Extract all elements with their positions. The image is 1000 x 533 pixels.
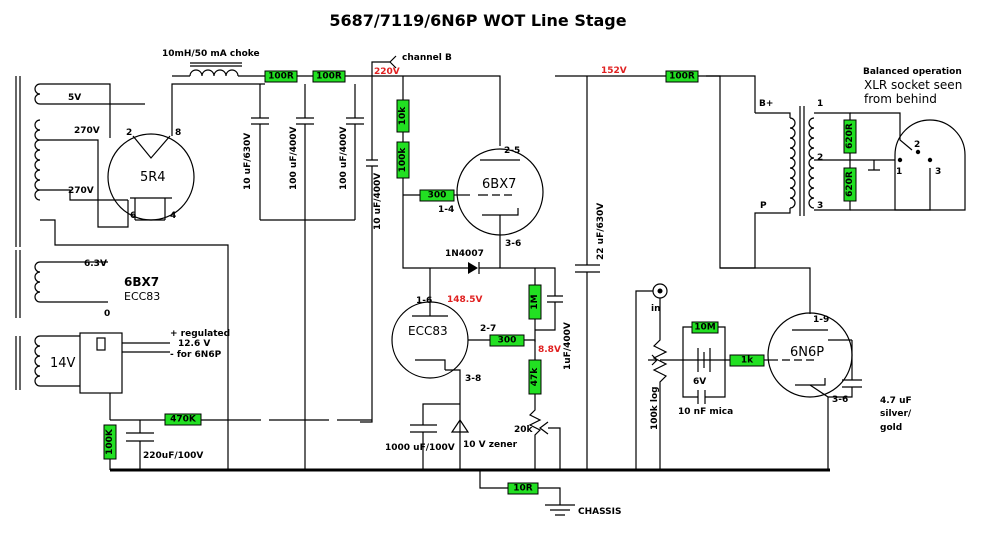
chassis-label: CHASSIS xyxy=(578,507,622,517)
resistor-620r-a xyxy=(843,119,857,154)
reg-line-2: 12.6 V xyxy=(178,339,210,349)
heater-ecc83-label: ECC83 xyxy=(124,290,160,303)
balanced-heading: Balanced operation xyxy=(863,67,962,77)
pot-20k-label: 20k xyxy=(514,425,534,435)
reg-line-1: + regulated xyxy=(170,329,230,339)
winding-14v-label: 14V xyxy=(50,356,76,371)
cap-out-label-3: gold xyxy=(880,423,902,433)
b-plus-label: B+ xyxy=(759,99,773,109)
power-transformer xyxy=(15,76,229,470)
choke-inductor xyxy=(172,62,256,77)
cap-1uf-label: 1uF/400V xyxy=(563,322,573,370)
resistor-1m-label: 1M xyxy=(530,294,540,309)
heater-6bx7-label: 6BX7 xyxy=(124,275,159,289)
tube-6n6p-label: 6N6P xyxy=(790,345,824,360)
pin-1-4: 1-4 xyxy=(438,205,454,215)
rect-pin8: 8 xyxy=(175,128,181,138)
cap-10uf-label: 10 uF/630V xyxy=(243,133,253,190)
resistor-100k-label: 100k xyxy=(398,147,408,173)
rectifier-5r4-tube xyxy=(107,83,265,221)
xlr-pin2: 2 xyxy=(914,140,920,150)
rect-pin2: 2 xyxy=(126,128,132,138)
voltage-148v: 148.5V xyxy=(447,295,482,305)
pin-3-6: 3-6 xyxy=(505,239,521,249)
voltage-8v8: 8.8V xyxy=(538,345,561,355)
resistor-620r-b xyxy=(843,167,857,202)
xlr-pin1: 1 xyxy=(896,167,902,177)
choke-label: 10mH/50 mA choke xyxy=(162,49,260,59)
xlr-note-1: XLR socket seen xyxy=(864,78,962,92)
tube-6n6p xyxy=(767,312,853,470)
resistor-10k-label: 10k xyxy=(398,106,408,126)
cap-220uf-label: 220uF/100V xyxy=(143,451,203,461)
resistor-100k-reg-label: 100K xyxy=(105,428,115,455)
tube-ecc83-label: ECC83 xyxy=(408,324,448,338)
pin-3-6-b: 3-6 xyxy=(832,395,848,405)
xlr-pin3: 3 xyxy=(935,167,941,177)
p-label: P xyxy=(760,201,767,211)
reg-line-3: - for 6N6P xyxy=(170,350,222,360)
output-transformer xyxy=(720,106,931,269)
tap-3: 3 xyxy=(817,201,823,211)
winding-6v3-label: 6.3V xyxy=(84,259,107,269)
rectifier-label: 5R4 xyxy=(140,170,166,185)
resistor-47k-label: 47k xyxy=(530,367,540,387)
resistor-1k-label: 1k xyxy=(741,356,754,366)
cap-100uf-b-label: 100 uF/400V xyxy=(339,126,349,190)
winding-270v-label-b: 270V xyxy=(68,186,94,196)
resistor-100r-b-label: 100R xyxy=(316,72,342,82)
resistor-300-ecc-label: 300 xyxy=(498,336,517,346)
pin-3-8: 3-8 xyxy=(465,374,481,384)
winding-270v-label-a: 270V xyxy=(74,126,100,136)
tube-6bx7 xyxy=(456,148,544,268)
voltage-152v: 152V xyxy=(601,66,627,76)
tap-2: 2 xyxy=(817,153,823,163)
heater-zero-label: 0 xyxy=(104,309,110,319)
regulator-block xyxy=(79,332,170,420)
resistor-470k-label: 470K xyxy=(170,415,197,425)
cap-out-label-1: 4.7 uF xyxy=(880,396,912,406)
resistor-10r-label: 10R xyxy=(513,484,533,494)
tap-1: 1 xyxy=(817,99,823,109)
input-label: in xyxy=(651,304,661,314)
cap-out-label-2: silver/ xyxy=(880,409,912,419)
resistor-100r-b xyxy=(312,70,346,83)
pin-2-5: 2-5 xyxy=(504,146,520,156)
channel-b-label: channel B xyxy=(402,53,452,63)
cap-1000uf-label: 1000 uF/100V xyxy=(385,443,455,453)
xlr-socket xyxy=(894,119,966,211)
resistor-100r-c xyxy=(665,70,699,83)
pin-2-7: 2-7 xyxy=(480,324,496,334)
resistor-100r-a-label: 100R xyxy=(268,72,294,82)
pin-1-6: 1-6 xyxy=(416,296,432,306)
resistor-300-grid-label: 300 xyxy=(428,191,447,201)
tube-6bx7-label: 6BX7 xyxy=(482,177,516,192)
pin-1-9: 1-9 xyxy=(813,315,829,325)
diode-label: 1N4007 xyxy=(445,249,484,259)
diode-1n4007 xyxy=(468,262,556,296)
resistor-620r-b-label: 620R xyxy=(845,171,855,197)
resistor-620r-a-label: 620R xyxy=(845,123,855,149)
rect-pin4: 4 xyxy=(170,211,176,221)
cap-100uf-a-label: 100 uF/400V xyxy=(289,126,299,190)
pot-100k-label: 100k log xyxy=(650,386,660,430)
xlr-note-2: from behind xyxy=(864,92,937,106)
battery-label: 6V xyxy=(693,377,706,387)
diagram-title: 5687/7119/6N6P WOT Line Stage xyxy=(329,11,626,30)
cap-22uf-label: 22 uF/630V xyxy=(596,203,606,260)
resistor-100r-a xyxy=(264,70,298,83)
filter-caps xyxy=(251,84,364,470)
zener-label: 10 V zener xyxy=(463,440,518,450)
rect-pin6: 6 xyxy=(130,211,136,221)
voltage-220v: 220V xyxy=(374,67,400,77)
coupling-cap-label: 10 uF/400V xyxy=(373,173,383,230)
tube-ecc83 xyxy=(391,268,490,470)
cap-mica-label: 10 nF mica xyxy=(678,407,733,417)
resistor-10m-label: 10M xyxy=(694,323,716,333)
resistor-100r-c-label: 100R xyxy=(669,72,695,82)
winding-5v-label: 5V xyxy=(68,93,81,103)
